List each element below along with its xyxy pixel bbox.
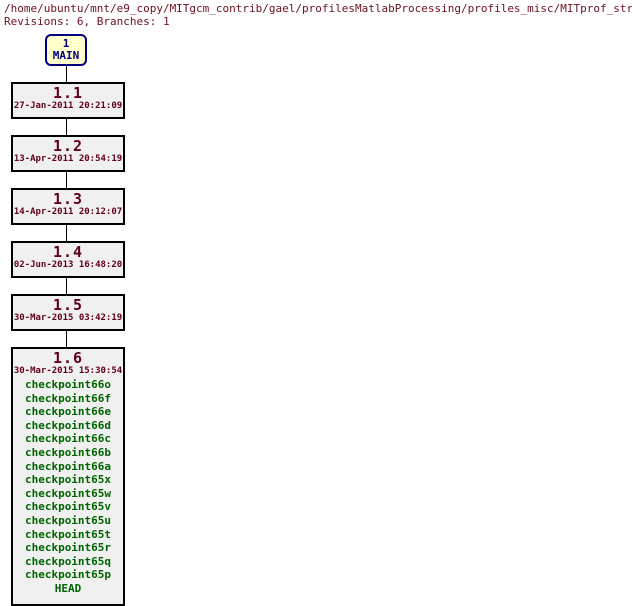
revision-number: 1.5 (52, 296, 84, 314)
revision-date: 14-Apr-2011 20:12:07 (13, 207, 123, 217)
connector-line (66, 278, 67, 294)
revision-date: 02-Jun-2013 16:48:20 (13, 260, 123, 270)
connector-line (66, 331, 67, 347)
connector-line (66, 172, 67, 188)
revision-tag[interactable]: checkpoint65r (24, 541, 112, 555)
revision-date: 30-Mar-2015 03:42:19 (13, 313, 123, 323)
branch-name: MAIN (52, 49, 80, 62)
file-path: /home/ubuntu/mnt/e9_copy/MITgcm_contrib/… (4, 2, 632, 15)
revision-date: 30-Mar-2015 15:30:54 (13, 366, 123, 376)
revision-number: 1.6 (52, 349, 84, 367)
revision-tag[interactable]: checkpoint66a (24, 459, 112, 473)
revision-tag[interactable]: checkpoint66d (24, 418, 112, 432)
head-tag[interactable]: HEAD (54, 581, 82, 595)
connector-line (66, 119, 67, 135)
revision-tag[interactable]: checkpoint65u (24, 513, 112, 527)
connector-line (66, 225, 67, 241)
revision-tag[interactable]: checkpoint65w (24, 486, 112, 500)
revision-number: 1.1 (52, 84, 84, 102)
revision-tag[interactable]: checkpoint65v (24, 500, 112, 514)
revision-tag[interactable]: checkpoint66c (24, 432, 112, 446)
revision-tag[interactable]: checkpoint66f (24, 391, 112, 405)
revision-number: 1.3 (52, 190, 84, 208)
revision-number: 1.4 (52, 243, 84, 261)
revision-date: 13-Apr-2011 20:54:19 (13, 154, 123, 164)
revision-date: 27-Jan-2011 20:21:09 (13, 101, 123, 111)
header-info: /home/ubuntu/mnt/e9_copy/MITgcm_contrib/… (4, 2, 632, 28)
revision-tag[interactable]: checkpoint66e (24, 405, 112, 419)
revision-tag[interactable]: checkpoint66o (24, 378, 112, 391)
revision-tag[interactable]: checkpoint66b (24, 445, 112, 459)
branch-number: 1 (62, 37, 70, 50)
connector-line (66, 66, 67, 82)
revision-tag[interactable]: checkpoint65p (24, 568, 112, 582)
revision-tag[interactable]: checkpoint65q (24, 554, 112, 568)
revision-tag[interactable]: checkpoint65t (24, 527, 112, 541)
revision-summary: Revisions: 6, Branches: 1 (4, 15, 170, 28)
revision-tag[interactable]: checkpoint65x (24, 473, 112, 487)
revision-number: 1.2 (52, 137, 84, 155)
